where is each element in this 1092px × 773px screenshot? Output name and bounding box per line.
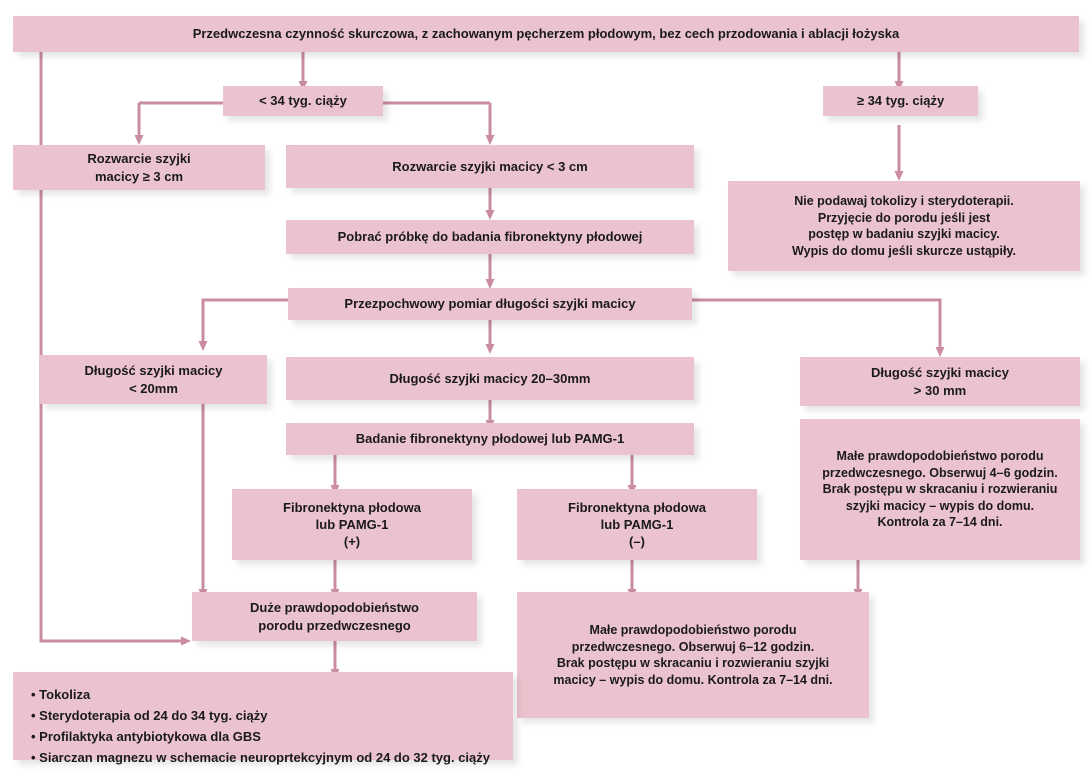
node-no-tocolysis-line-2: postęp w badaniu szyjki macicy.	[808, 227, 1000, 241]
node-cervix-lt20[interactable]: Długość szyjki macicy < 20mm	[40, 355, 267, 404]
node-cervix-gt30-line-0: Długość szyjki macicy	[870, 365, 1009, 381]
node-cervix-lt20-line-0: Długość szyjki macicy	[84, 363, 223, 379]
node-dilation-ge3-line-1: macicy ≥ 3 cm	[94, 168, 184, 184]
node-fibronectin-pos-line-2: (+)	[343, 534, 361, 550]
node-low-prob-mid-line-0: Małe prawdopodobieństwo porodu	[589, 623, 797, 637]
node-cervix-gt30-line-1: > 30 mm	[913, 382, 967, 398]
node-tv-measurement-line-0: Przezpochwowy pomiar długości szyjki mac…	[344, 296, 636, 312]
node-sample-line-0: Pobrać próbkę do badania fibronektyny pł…	[337, 229, 643, 245]
node-cervix-20-30-line-0: Długość szyjki macicy 20–30mm	[389, 370, 591, 386]
node-cervix-20-30[interactable]: Długość szyjki macicy 20–30mm	[286, 357, 694, 400]
node-dilation-ge3-line-0: Rozwarcie szyjki	[87, 151, 191, 167]
node-lt34-line-0: < 34 tyg. ciąży	[259, 93, 347, 109]
edge-tv-right-branch	[692, 298, 945, 357]
node-low-prob-right-line-0: Małe prawdopodobieństwo porodu	[836, 449, 1044, 464]
node-lt34[interactable]: < 34 tyg. ciąży	[223, 86, 383, 116]
node-management[interactable]: • Tokoliza • Sterydoterapia od 24 do 34 …	[13, 672, 513, 765]
node-management-line-2: • Profilaktyka antybiotykowa dla GBS	[31, 729, 261, 745]
node-fibronectin-neg-line-2: (–)	[629, 534, 645, 550]
node-root[interactable]: Przedwczesna czynność skurczowa, z zacho…	[13, 16, 1079, 52]
node-dilation-lt3-line-0: Rozwarcie szyjki macicy < 3 cm	[392, 158, 588, 174]
node-no-tocolysis-line-1: Przyjęcie do porodu jeśli jest	[817, 210, 991, 225]
node-high-prob[interactable]: Duże prawdopodobieństwo porodu przedwcze…	[192, 592, 477, 641]
node-low-prob-right[interactable]: Małe prawdopodobieństwo porodu przedwcze…	[800, 419, 1080, 560]
node-tv-measurement[interactable]: Przezpochwowy pomiar długości szyjki mac…	[288, 288, 692, 320]
node-fibronectin-neg-line-1: lub PAMG-1	[600, 516, 674, 532]
node-low-prob-mid-line-2: Brak postępu w skracaniu i rozwieraniu s…	[556, 656, 830, 670]
node-management-line-3: • Siarczan magnezu w schemacie neuroprte…	[31, 750, 490, 766]
node-no-tocolysis-line-0: Nie podawaj tokolizy i sterydoterapii.	[794, 194, 1014, 208]
node-low-prob-right-line-2: Brak postępu w skracaniu i rozwieraniu	[822, 482, 1058, 497]
node-low-prob-right-line-1: przedwczesnego. Obserwuj 4–6 godzin.	[822, 465, 1058, 480]
node-ge34[interactable]: ≥ 34 tyg. ciąży	[823, 86, 978, 116]
node-fibronectin-pos[interactable]: Fibronektyna płodowa lub PAMG-1 (+)	[232, 489, 472, 560]
node-cervix-lt20-line-1: < 20mm	[129, 380, 178, 396]
node-fibronectin-neg-line-0: Fibronektyna płodowa	[568, 499, 706, 515]
node-low-prob-mid-line-1: przedwczesnego. Obserwuj 6–12 godzin.	[571, 639, 815, 654]
edge-tv-left-branch	[198, 298, 288, 351]
node-fibronectin-test-line-0: Badanie fibronektyny płodowej lub PAMG-1	[355, 431, 625, 447]
node-high-prob-line-0: Duże prawdopodobieństwo	[250, 600, 419, 616]
node-management-line-1: • Sterydoterapia od 24 do 34 tyg. ciąży	[31, 708, 268, 724]
node-fibronectin-pos-line-0: Fibronektyna płodowa	[283, 499, 421, 515]
node-dilation-ge3[interactable]: Rozwarcie szyjki macicy ≥ 3 cm	[13, 145, 265, 190]
node-no-tocolysis-line-3: Wypis do domu jeśli skurcze ustąpiły.	[792, 243, 1016, 258]
node-root-line-0: Przedwczesna czynność skurczowa, z zacho…	[192, 26, 900, 42]
node-low-prob-right-line-3: szyjki macicy – wypis do domu.	[845, 498, 1035, 513]
node-fibronectin-test[interactable]: Badanie fibronektyny płodowej lub PAMG-1	[286, 423, 694, 455]
node-fibronectin-neg[interactable]: Fibronektyna płodowa lub PAMG-1 (–)	[517, 489, 757, 560]
node-sample[interactable]: Pobrać próbkę do badania fibronektyny pł…	[286, 220, 694, 254]
node-high-prob-line-1: porodu przedwczesnego	[258, 617, 411, 633]
node-cervix-gt30[interactable]: Długość szyjki macicy > 30 mm	[800, 357, 1080, 406]
node-management-line-0: • Tokoliza	[31, 687, 91, 702]
edge-root-left-spine	[39, 52, 191, 646]
node-low-prob-mid[interactable]: Małe prawdopodobieństwo porodu przedwcze…	[517, 592, 869, 718]
node-low-prob-right-line-4: Kontrola za 7–14 dni.	[877, 515, 1003, 530]
node-no-tocolysis[interactable]: Nie podawaj tokolizy i sterydoterapii. P…	[728, 181, 1080, 271]
node-fibronectin-pos-line-1: lub PAMG-1	[315, 516, 389, 532]
node-low-prob-mid-line-3: macicy – wypis do domu. Kontrola za 7–14…	[553, 672, 833, 687]
node-ge34-line-0: ≥ 34 tyg. ciąży	[856, 93, 945, 109]
node-dilation-lt3[interactable]: Rozwarcie szyjki macicy < 3 cm	[286, 145, 694, 188]
